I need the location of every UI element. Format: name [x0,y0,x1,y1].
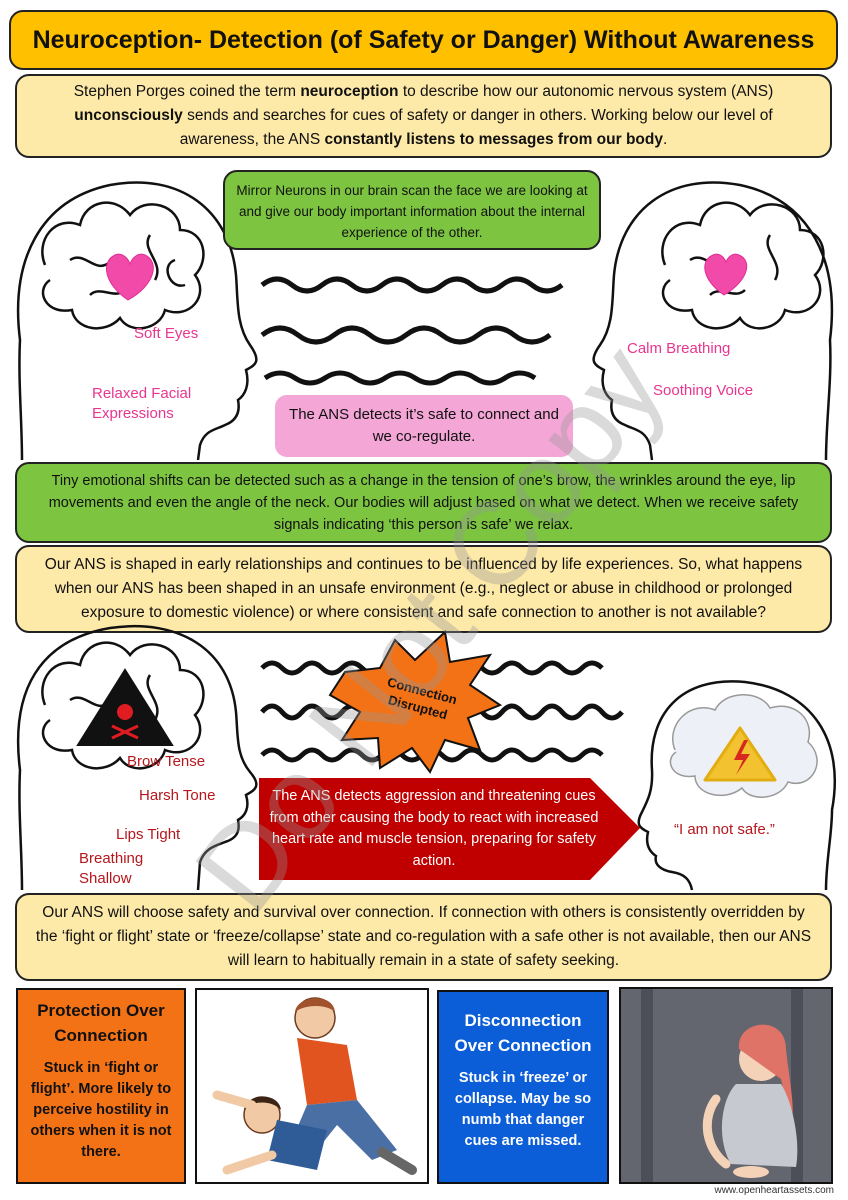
protection-title: Protection Over Connection [37,1001,165,1045]
survival-box: Our ANS will choose safety and survival … [15,893,832,981]
intro-text-1: Stephen Porges coined the term [73,83,301,100]
disconnection-title: Disconnection Over Connection [454,1011,592,1055]
heart-icon-left [106,253,154,301]
intro-box: Stephen Porges coined the term neurocept… [15,74,832,158]
cue-lips-tight: Lips Tight [116,826,181,843]
cue-harsh-tone: Harsh Tone [139,787,216,804]
danger-detect-text: The ANS detects aggression and threateni… [269,788,599,869]
protection-over-connection-panel: Protection Over Connection Stuck in ‘fig… [16,988,186,1184]
cue-relaxed-facial: Relaxed Facial Expressions [92,385,192,422]
cue-soothing-voice: Soothing Voice [653,382,754,399]
ans-shaped-box: Our ANS is shaped in early relationships… [15,545,832,633]
footer-website: www.openheartassets.com [714,1185,834,1196]
intro-text-2: to describe how our autonomic nervous sy… [398,83,774,100]
burst-shape [328,629,503,774]
fighting-kids-illustration [195,988,429,1184]
mirror-neurons-box: Mirror Neurons in our brain scan the fac… [223,170,601,250]
cue-breathing-shallow: Breathing Shallow [79,850,144,887]
intro-bold-listens: constantly listens to messages from our … [324,131,663,148]
page-title: Neuroception- Detection (of Safety or Da… [9,10,838,70]
disconnection-over-connection-panel: Disconnection Over Connection Stuck in ‘… [437,990,609,1184]
intro-text-4: . [662,131,668,148]
not-safe-quote: “I am not safe.” [674,821,775,838]
intro-bold-unconsciously: unconsciously [74,107,183,124]
heart-icon-right [704,253,748,296]
cue-soft-eyes: Soft Eyes [134,325,199,342]
disconnection-body: Stuck in ‘freeze’ or collapse. May be so… [454,1070,592,1149]
cue-calm-breathing: Calm Breathing [627,340,731,357]
tiny-shifts-box: Tiny emotional shifts can be detected su… [15,462,832,543]
cue-brow-tense: Brow Tense [127,753,206,770]
curled-up-woman-illustration [619,987,833,1184]
intro-text-3: sends and searches for cues of safety or… [179,107,773,148]
safe-detect-box: The ANS detects it’s safe to connect and… [275,395,573,457]
protection-body: Stuck in ‘fight or flight’. More likely … [30,1060,172,1160]
intro-bold-neuroception: neuroception [300,83,399,100]
